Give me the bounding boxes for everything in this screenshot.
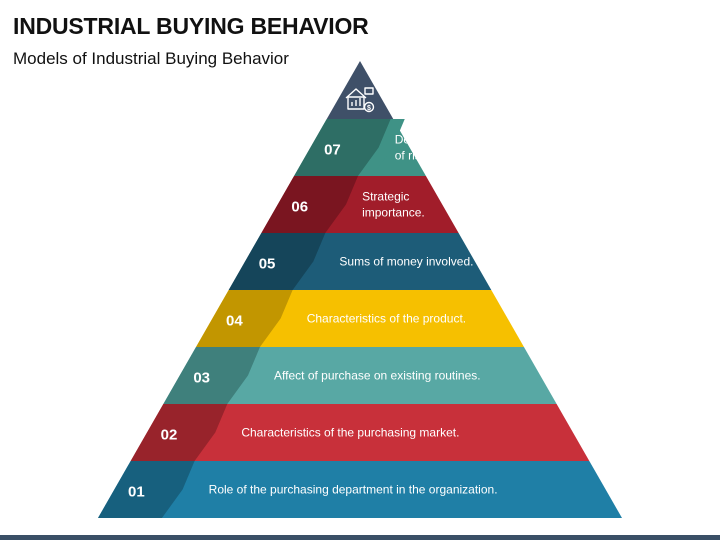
pyramid-level-07: 07 Degree of risk. — [294, 119, 434, 176]
level-number: 04 — [226, 313, 243, 330]
pyramid-level-02: 02 Characteristics of the purchasing mark… — [130, 404, 590, 461]
svg-text:$: $ — [367, 105, 371, 112]
level-text: Sums of money involved. — [339, 255, 473, 269]
pyramid-level-01: 01 Role of the purchasing department in t… — [98, 461, 622, 518]
level-number: 01 — [128, 484, 145, 501]
level-number-tab — [163, 347, 261, 404]
level-number: 03 — [193, 370, 210, 387]
pyramid-level-06: 06 Strategic importance. — [261, 176, 459, 233]
level-band — [130, 404, 590, 461]
level-number-tab — [294, 119, 391, 176]
level-chevron — [162, 461, 209, 518]
pyramid-apex — [326, 61, 394, 119]
level-text: Characteristics of the product. — [307, 312, 466, 326]
level-chevron — [358, 119, 405, 176]
level-number-tab — [228, 233, 326, 290]
level-number: 05 — [259, 256, 276, 273]
level-number-tab — [261, 176, 359, 233]
level-text: Affect of purchase on existing routines. — [274, 369, 481, 383]
level-number: 02 — [161, 427, 178, 444]
level-band — [98, 461, 622, 518]
level-number: 07 — [324, 142, 341, 159]
level-text: Strategic — [362, 190, 409, 204]
pyramid-level-04: 04 Characteristics of the product. — [196, 290, 524, 347]
level-number: 06 — [291, 199, 308, 216]
level-number-tab — [98, 461, 195, 518]
level-text: Role of the purchasing department in the… — [209, 483, 498, 497]
level-chevron — [227, 347, 275, 404]
level-text: importance. — [362, 206, 425, 220]
level-chevron — [292, 233, 340, 290]
level-number-tab — [130, 404, 228, 461]
level-chevron — [325, 176, 373, 233]
pyramid-level-05: 05 Sums of money involved. — [228, 233, 492, 290]
level-text: Characteristics of the purchasing market… — [241, 426, 459, 440]
level-text: of risk. — [395, 149, 430, 163]
page-title: INDUSTRIAL BUYING BEHAVIOR — [13, 13, 369, 39]
page-subtitle: Models of Industrial Buying Behavior — [13, 49, 289, 68]
pyramid-level-03: 03 Affect of purchase on existing routine… — [163, 347, 557, 404]
house-chart-money-icon: $ — [345, 87, 375, 113]
footer-bar — [0, 535, 720, 540]
level-text: Degree — [395, 133, 435, 147]
level-chevron — [260, 290, 307, 347]
level-number-tab — [196, 290, 293, 347]
level-chevron — [194, 404, 242, 461]
